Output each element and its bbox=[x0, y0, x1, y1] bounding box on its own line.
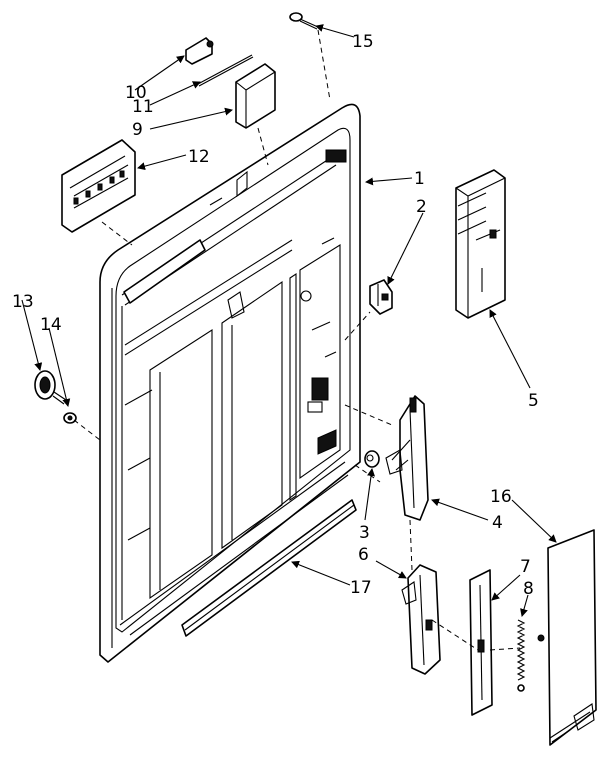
callout-15: 15 bbox=[352, 32, 374, 52]
part-13-knob bbox=[34, 370, 67, 405]
part-14-washer bbox=[63, 412, 77, 424]
assembly-lines bbox=[73, 29, 521, 651]
part-5-latch-assembly bbox=[455, 169, 506, 319]
callout-labels: 1 2 3 4 5 6 7 8 9 10 11 12 13 14 15 16 1… bbox=[12, 32, 539, 599]
callout-6: 6 bbox=[358, 545, 369, 565]
part-3-roller bbox=[364, 450, 380, 468]
callout-1: 1 bbox=[414, 169, 425, 189]
part-11-pin bbox=[197, 54, 254, 87]
callout-17: 17 bbox=[350, 578, 372, 598]
part-16-side-panel bbox=[537, 529, 597, 746]
part-17-trim-strip bbox=[181, 499, 357, 637]
callout-5: 5 bbox=[528, 391, 539, 411]
callout-12: 12 bbox=[188, 147, 210, 167]
callout-4: 4 bbox=[492, 513, 503, 533]
part-6-hinge-plate bbox=[401, 564, 441, 675]
callout-16: 16 bbox=[490, 487, 512, 507]
leader-lines bbox=[21, 24, 557, 617]
callout-2: 2 bbox=[416, 197, 427, 217]
callout-14: 14 bbox=[40, 315, 62, 335]
callout-9: 9 bbox=[132, 120, 143, 140]
part-8-spring bbox=[516, 619, 526, 692]
callout-11: 11 bbox=[132, 97, 154, 117]
callout-3: 3 bbox=[359, 523, 370, 543]
part-2-hinge-bracket bbox=[369, 279, 393, 315]
part-15-screw bbox=[289, 12, 319, 30]
part-12-handle-bracket bbox=[61, 139, 136, 233]
callout-13: 13 bbox=[12, 292, 34, 312]
part-4-hinge-arm bbox=[385, 395, 429, 521]
callout-7: 7 bbox=[520, 557, 531, 577]
door-panel bbox=[99, 103, 361, 663]
part-9-cover-plate bbox=[235, 63, 276, 129]
callout-8: 8 bbox=[523, 579, 534, 599]
callout-10: 10 bbox=[125, 83, 147, 103]
part-10-clip bbox=[185, 37, 214, 65]
part-7-spring-guide bbox=[469, 569, 493, 716]
